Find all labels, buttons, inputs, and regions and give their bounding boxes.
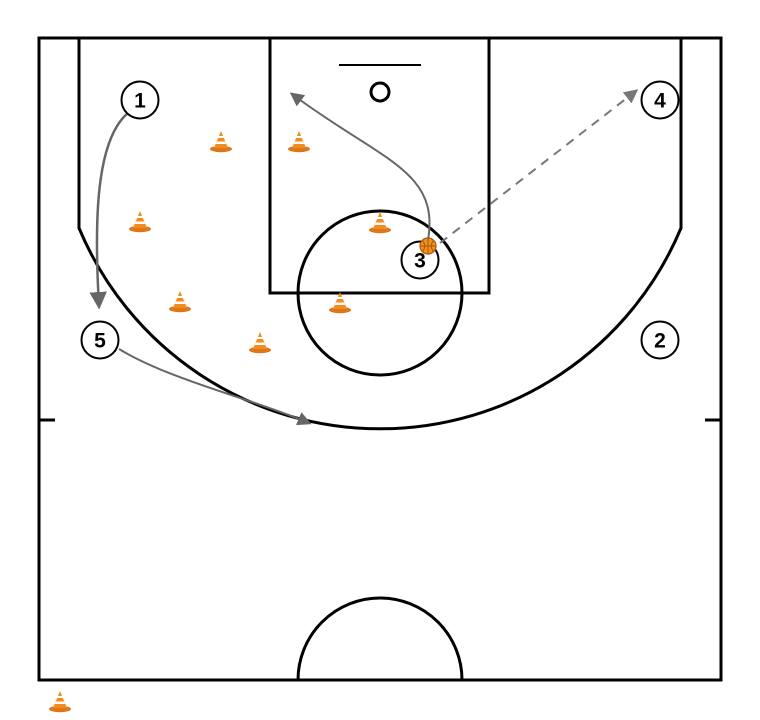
cone-icon bbox=[129, 211, 151, 233]
player-5[interactable]: 5 bbox=[80, 320, 120, 360]
center-circle bbox=[296, 596, 464, 681]
court-boundary bbox=[37, 36, 723, 682]
player-2-label: 2 bbox=[654, 330, 666, 353]
free-throw-circle bbox=[296, 209, 464, 377]
cone-icon bbox=[169, 291, 191, 313]
hoop bbox=[369, 81, 391, 103]
pass-arrow-3-to-4 bbox=[439, 89, 639, 244]
player-3-label: 3 bbox=[414, 250, 426, 273]
three-point-line bbox=[77, 38, 683, 431]
movement-arrows bbox=[89, 89, 639, 426]
player-5-label: 5 bbox=[94, 330, 106, 353]
player-1[interactable]: 1 bbox=[120, 80, 160, 120]
player-2[interactable]: 2 bbox=[640, 320, 680, 360]
paint-lane bbox=[268, 36, 491, 295]
basketball-icon bbox=[419, 237, 437, 255]
court-lines bbox=[37, 36, 723, 682]
cone-icon bbox=[329, 292, 351, 314]
player-4-label: 4 bbox=[654, 90, 666, 113]
cut-arrow-player-5 bbox=[118, 348, 312, 426]
cones bbox=[49, 131, 391, 713]
cut-arrow-player-3 bbox=[289, 92, 431, 241]
cone-icon bbox=[369, 212, 391, 234]
cone-icon bbox=[49, 691, 71, 713]
cone-icon bbox=[249, 332, 271, 354]
players: 1 2 3 4 5 bbox=[80, 80, 680, 360]
cone-icon bbox=[288, 131, 310, 153]
cut-arrow-player-1 bbox=[89, 112, 129, 310]
cone-icon bbox=[210, 131, 232, 153]
player-4[interactable]: 4 bbox=[640, 80, 680, 120]
player-1-label: 1 bbox=[134, 90, 146, 113]
